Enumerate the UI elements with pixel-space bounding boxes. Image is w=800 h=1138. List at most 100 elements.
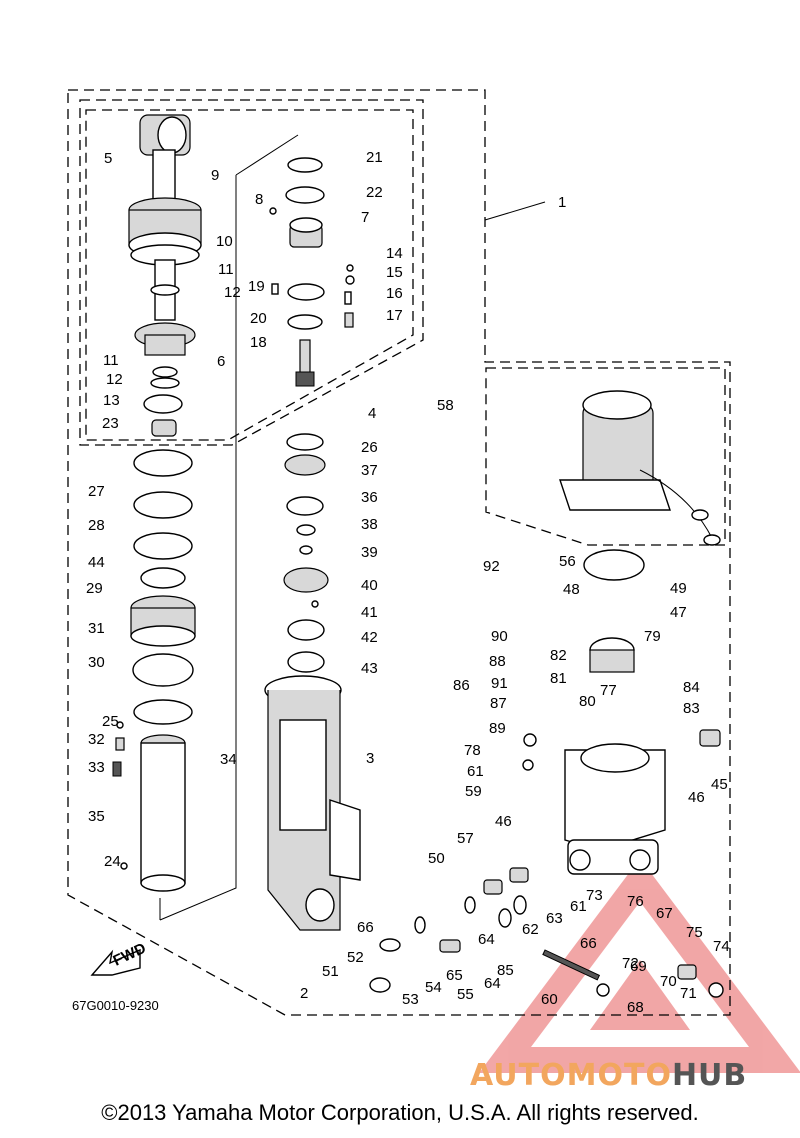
callout-64: 64 xyxy=(484,975,501,992)
watermark-part2: HUB xyxy=(671,1058,748,1093)
tilt-ram-assembly xyxy=(112,114,202,892)
callout-31: 31 xyxy=(88,620,105,637)
callout-50: 50 xyxy=(428,850,445,867)
callout-41: 41 xyxy=(361,604,378,621)
callout-83: 83 xyxy=(683,700,700,717)
callout-80: 80 xyxy=(579,693,596,710)
callout-38: 38 xyxy=(361,516,378,533)
callout-26: 26 xyxy=(361,439,378,456)
callout-42: 42 xyxy=(361,629,378,646)
watermark-part1: AUTOMOTO xyxy=(470,1058,672,1093)
callout-40: 40 xyxy=(361,577,378,594)
callout-66: 66 xyxy=(357,919,374,936)
callout-46: 46 xyxy=(495,813,512,830)
callout-16: 16 xyxy=(386,285,403,302)
callout-36: 36 xyxy=(361,489,378,506)
valve-piston-group xyxy=(269,157,355,673)
callout-92: 92 xyxy=(483,558,500,575)
callout-5: 5 xyxy=(104,150,112,167)
callout-57: 57 xyxy=(457,830,474,847)
subassembly-lines xyxy=(159,134,546,921)
callout-2: 2 xyxy=(300,985,308,1002)
assembly-outlines xyxy=(67,89,731,1016)
callout-49: 49 xyxy=(670,580,687,597)
callout-52: 52 xyxy=(347,949,364,966)
callout-20: 20 xyxy=(250,310,267,327)
callout-46: 46 xyxy=(688,789,705,806)
callout-47: 47 xyxy=(670,604,687,621)
callout-68: 68 xyxy=(627,999,644,1016)
callout-8: 8 xyxy=(255,191,263,208)
callout-43: 43 xyxy=(361,660,378,677)
callout-76: 76 xyxy=(627,893,644,910)
callout-61: 61 xyxy=(467,763,484,780)
callout-72: 72 xyxy=(622,955,639,972)
callout-7: 7 xyxy=(361,209,369,226)
callout-35: 35 xyxy=(88,808,105,825)
callout-25: 25 xyxy=(102,713,119,730)
callout-33: 33 xyxy=(88,759,105,776)
callout-86: 86 xyxy=(453,677,470,694)
valve-spools xyxy=(369,867,724,998)
callout-58: 58 xyxy=(437,397,454,414)
callout-30: 30 xyxy=(88,654,105,671)
tilt-motor xyxy=(559,390,721,546)
callout-54: 54 xyxy=(425,979,442,996)
callout-34: 34 xyxy=(220,751,237,768)
callout-11: 11 xyxy=(103,352,119,369)
fwd-arrow: FWD xyxy=(90,940,149,976)
callout-12: 12 xyxy=(106,371,123,388)
callout-1: 1 xyxy=(558,194,566,211)
callout-91: 91 xyxy=(491,675,508,692)
callout-77: 77 xyxy=(600,682,617,699)
callout-78: 78 xyxy=(464,742,481,759)
callout-51: 51 xyxy=(322,963,339,980)
callout-48: 48 xyxy=(563,581,580,598)
watermark: AUTOMOTOHUB xyxy=(470,1058,747,1093)
callout-69: 69 xyxy=(630,958,647,975)
callout-70: 70 xyxy=(660,973,677,990)
callout-27: 27 xyxy=(88,483,105,500)
callout-84: 84 xyxy=(683,679,700,696)
callout-9: 9 xyxy=(211,167,219,184)
callout-82: 82 xyxy=(550,647,567,664)
callout-55: 55 xyxy=(457,986,474,1003)
callout-13: 13 xyxy=(103,392,120,409)
callout-88: 88 xyxy=(489,653,506,670)
callout-62: 62 xyxy=(522,921,539,938)
callout-11: 11 xyxy=(218,261,234,278)
callout-23: 23 xyxy=(102,415,119,432)
callout-56: 56 xyxy=(559,553,576,570)
callout-44: 44 xyxy=(88,554,105,571)
callout-75: 75 xyxy=(686,924,703,941)
callout-53: 53 xyxy=(402,991,419,1008)
callout-17: 17 xyxy=(386,307,403,324)
callout-19: 19 xyxy=(248,278,265,295)
part-code: 67G0010-9230 xyxy=(72,998,159,1013)
copyright-text: ©2013 Yamaha Motor Corporation, U.S.A. A… xyxy=(101,1100,699,1125)
callout-37: 37 xyxy=(361,462,378,479)
callout-24: 24 xyxy=(104,853,121,870)
callout-81: 81 xyxy=(550,670,567,687)
callout-14: 14 xyxy=(386,245,403,262)
callout-61: 61 xyxy=(570,898,587,915)
cylinder-housing xyxy=(264,675,361,931)
callout-89: 89 xyxy=(489,720,506,737)
callout-59: 59 xyxy=(465,783,482,800)
watermark-triangle xyxy=(479,858,800,1073)
callout-67: 67 xyxy=(656,905,673,922)
callout-10: 10 xyxy=(216,233,233,250)
callout-74: 74 xyxy=(713,938,730,955)
callout-71: 71 xyxy=(680,985,697,1002)
callout-39: 39 xyxy=(361,544,378,561)
callout-4: 4 xyxy=(368,405,376,422)
callout-73: 73 xyxy=(586,887,603,904)
callout-79: 79 xyxy=(644,628,661,645)
callout-22: 22 xyxy=(366,184,383,201)
callout-18: 18 xyxy=(250,334,267,351)
callout-90: 90 xyxy=(491,628,508,645)
callout-64: 64 xyxy=(478,931,495,948)
callout-12: 12 xyxy=(224,284,241,301)
callout-15: 15 xyxy=(386,264,403,281)
